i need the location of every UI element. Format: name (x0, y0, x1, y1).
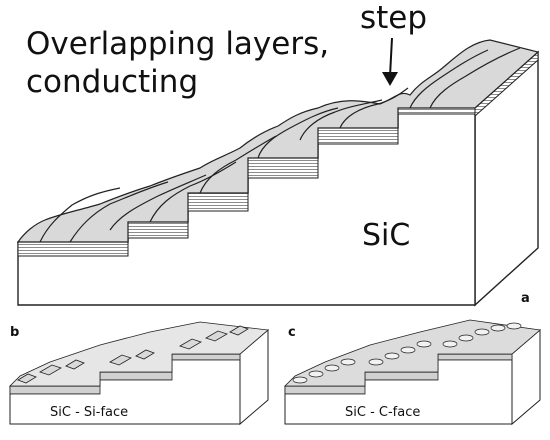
panel-c: c SiC - C-face (284, 319, 541, 426)
panel-letter-b: b (10, 325, 19, 340)
title-line-1: Overlapping layers, (26, 26, 329, 62)
step-arrow (389, 37, 393, 77)
substrate-label-a: SiC (362, 218, 410, 253)
panel-a: Overlapping layers, conducting step SiC … (16, 0, 540, 307)
overlapping-layers (16, 39, 540, 243)
panel-letter-c: c (288, 325, 296, 340)
substrate-label-c: SiC - C-face (345, 405, 420, 420)
c-face-domains (292, 322, 522, 384)
title-line-2: conducting (26, 64, 198, 100)
panel-letter-a: a (521, 291, 530, 306)
si-face-layer-islands (17, 325, 249, 384)
panel-b: b SiC - Si-face (9, 321, 269, 426)
step-label: step (360, 0, 427, 36)
substrate-label-b: SiC - Si-face (50, 405, 128, 420)
step-arrowhead (382, 72, 398, 86)
